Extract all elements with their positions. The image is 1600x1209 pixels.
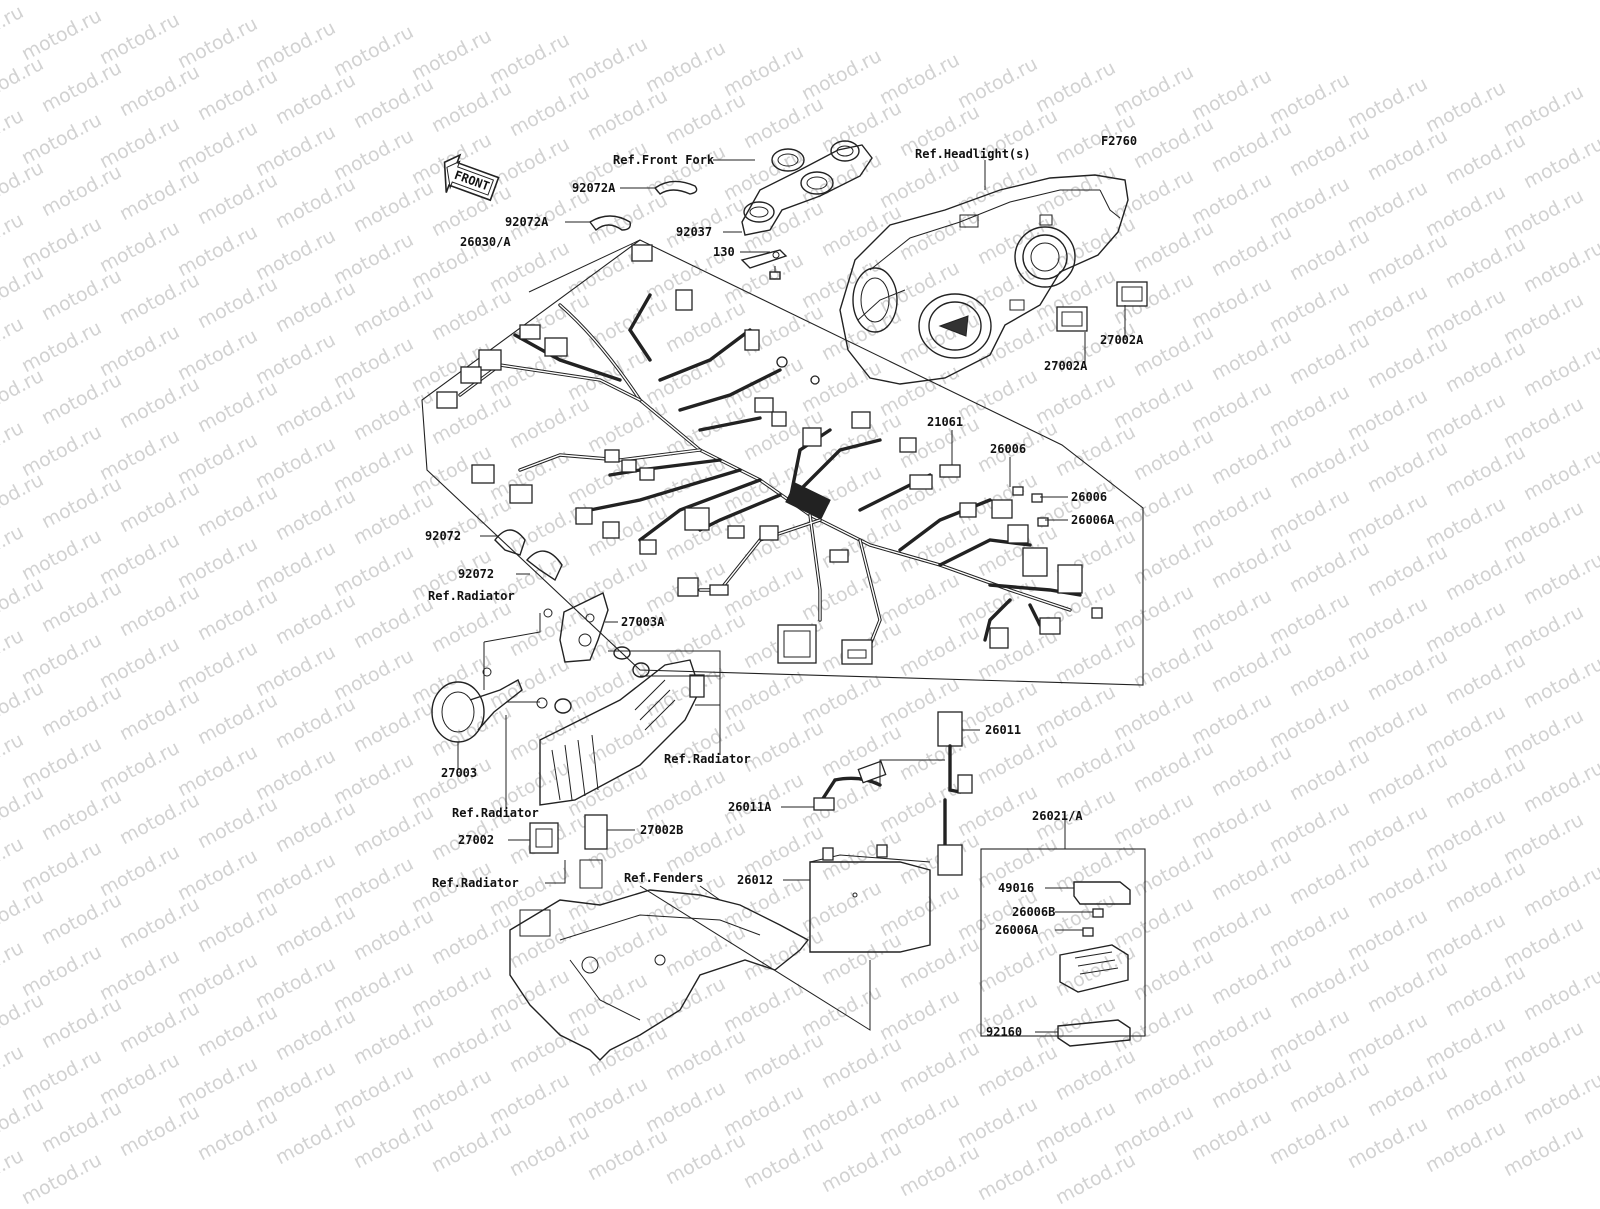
label-ref-headlights: Ref.Headlight(s) bbox=[915, 147, 1031, 161]
triple-clamp bbox=[741, 140, 873, 236]
label-27002B: 27002B bbox=[640, 823, 683, 837]
label-ref-radiator-2: Ref.Radiator bbox=[664, 752, 751, 766]
label-27002A-upper: 27002A bbox=[1100, 333, 1144, 347]
bracket-27003A bbox=[543, 592, 609, 663]
label-ref-front-fork: Ref.Front Fork bbox=[613, 153, 715, 167]
battery-lead-26011 bbox=[937, 711, 973, 876]
label-ref-radiator-4: Ref.Radiator bbox=[432, 876, 519, 890]
label-92037: 92037 bbox=[676, 225, 712, 239]
clamp-92072-lower bbox=[525, 550, 563, 582]
label-26011A: 26011A bbox=[728, 800, 772, 814]
label-26012: 26012 bbox=[737, 873, 773, 887]
battery-26012 bbox=[809, 844, 931, 953]
headlight-assembly bbox=[839, 174, 1129, 385]
bracket-92037 bbox=[740, 249, 788, 269]
figure-code: F2760 bbox=[1101, 134, 1137, 148]
label-26006-lower: 26006 bbox=[1071, 490, 1107, 504]
label-27003: 27003 bbox=[441, 766, 477, 780]
label-92072A-lower: 92072A bbox=[505, 215, 549, 229]
label-26021A: 26021/A bbox=[1032, 809, 1083, 823]
label-26006B: 26006B bbox=[1012, 905, 1055, 919]
label-26011: 26011 bbox=[985, 723, 1021, 737]
label-92072-lower: 92072 bbox=[458, 567, 494, 581]
clamp-band-92072A-lower bbox=[588, 215, 632, 232]
label-27002: 27002 bbox=[458, 833, 494, 847]
relay-27002B bbox=[579, 814, 608, 889]
front-arrow-icon: FRONT bbox=[443, 153, 500, 202]
label-26006A-harness: 26006A bbox=[1071, 513, 1115, 527]
part-labels: Ref.Front Fork Ref.Headlight(s) 92072A 9… bbox=[425, 147, 1144, 1039]
main-wiring-harness bbox=[421, 239, 1144, 686]
label-26006A-kit: 26006A bbox=[995, 923, 1039, 937]
battery-lead-26011A bbox=[813, 760, 887, 811]
fuse-box-kit bbox=[980, 848, 1146, 1047]
label-ref-fenders: Ref.Fenders bbox=[624, 871, 703, 885]
relay-27002A-upper bbox=[1116, 281, 1148, 307]
label-ref-radiator-1: Ref.Radiator bbox=[428, 589, 515, 603]
horn-27003 bbox=[431, 667, 572, 743]
leader-lines bbox=[457, 159, 1126, 1033]
clamp-band-92072A-upper bbox=[653, 180, 698, 195]
relay-27002A-lower bbox=[1056, 306, 1088, 332]
label-ref-radiator-3: Ref.Radiator bbox=[452, 806, 539, 820]
relay-27002 bbox=[529, 822, 559, 854]
label-27003A: 27003A bbox=[621, 615, 665, 629]
label-26006-upper: 26006 bbox=[990, 442, 1026, 456]
radiator-mount bbox=[539, 646, 705, 806]
label-92072-upper: 92072 bbox=[425, 529, 461, 543]
label-92072A-upper: 92072A bbox=[572, 181, 616, 195]
bolt-130 bbox=[769, 266, 781, 280]
clamp-92072-upper bbox=[494, 529, 526, 556]
label-49016: 49016 bbox=[998, 881, 1034, 895]
label-130: 130 bbox=[713, 245, 735, 259]
label-92160: 92160 bbox=[986, 1025, 1022, 1039]
label-26030A: 26030/A bbox=[460, 235, 511, 249]
label-21061: 21061 bbox=[927, 415, 963, 429]
label-27002A-lower: 27002A bbox=[1044, 359, 1088, 373]
rear-fender-tray bbox=[509, 889, 810, 1061]
